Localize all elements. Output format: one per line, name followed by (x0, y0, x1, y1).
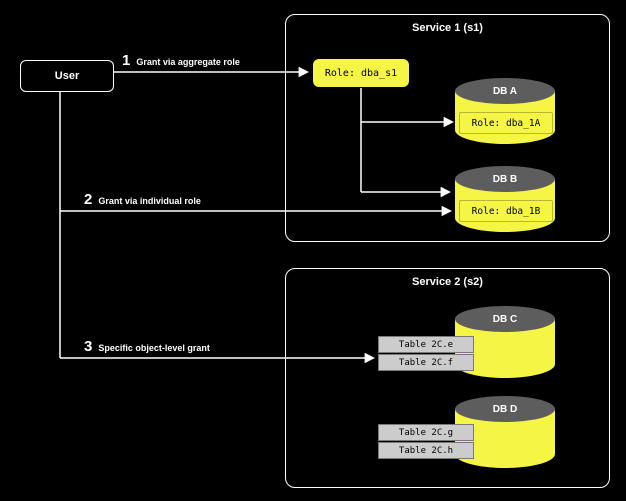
arrow-label-2: 2 Grant via individual role (84, 192, 201, 207)
db-b-top: DB B (455, 166, 555, 192)
service2-container: Service 2 (s2) (285, 268, 610, 488)
user-node: User (20, 60, 114, 92)
service1-container: Service 1 (s1) (285, 14, 610, 242)
aggregate-role-node: Role: dba_s1 (313, 59, 409, 87)
db-d-name: DB D (492, 403, 518, 415)
table-2c-g: Table 2C.g (378, 424, 474, 441)
table-2c-e: Table 2C.e (378, 336, 474, 353)
db-d-top: DB D (455, 396, 555, 422)
table-2c-f: Table 2C.f (378, 354, 474, 371)
arrow-label-1: 1 Grant via aggregate role (122, 53, 240, 68)
table-2c-h: Table 2C.h (378, 442, 474, 459)
db-c-top: DB C (455, 306, 555, 332)
db-c-name: DB C (492, 313, 518, 325)
arrow-3-number: 3 (84, 338, 93, 355)
arrow-label-3: 3 Specific object-level grant (84, 339, 210, 354)
arrow-2-number: 2 (84, 191, 93, 208)
db-a-top: DB A (455, 78, 555, 104)
arrow-2-text: Grant via individual role (98, 196, 201, 206)
service2-title: Service 2 (s2) (412, 276, 483, 288)
arrow-1-text: Grant via aggregate role (136, 57, 240, 67)
db-b-role: Role: dba_1B (459, 200, 553, 222)
arrow-3-text: Specific object-level grant (98, 343, 210, 353)
db-a-name: DB A (492, 85, 518, 97)
arrow-1-number: 1 (122, 52, 131, 69)
service1-title: Service 1 (s1) (412, 22, 483, 34)
db-b-name: DB B (492, 173, 518, 185)
db-a-role: Role: dba_1A (459, 112, 553, 134)
